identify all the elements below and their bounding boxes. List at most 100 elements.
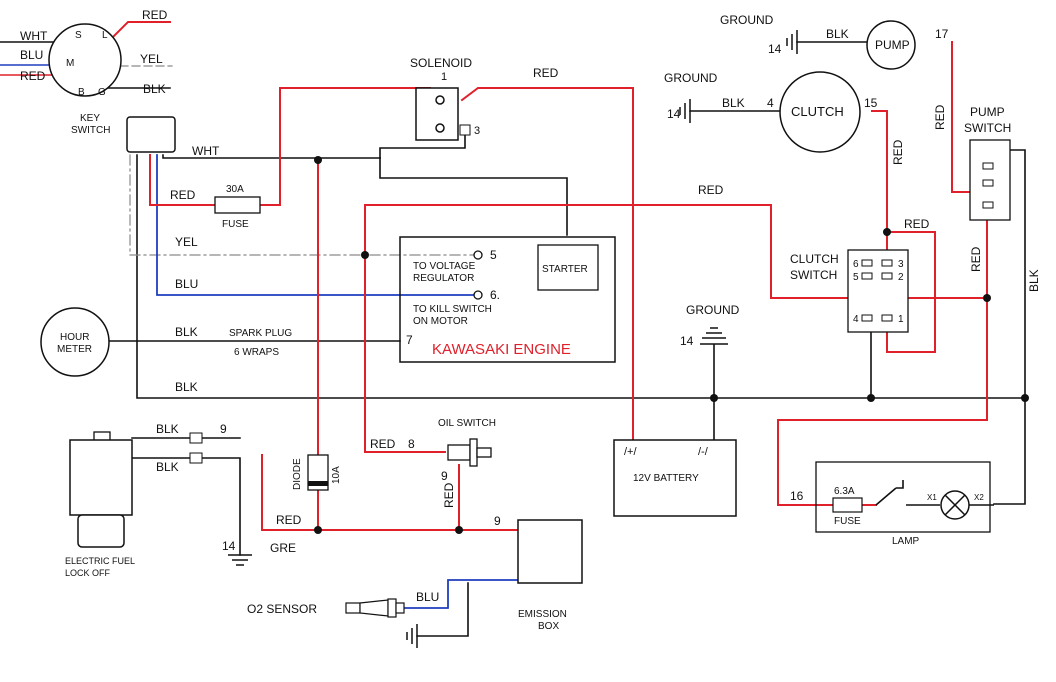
diode: DIODE 10A — [292, 454, 342, 491]
oil-switch-label: OIL SWITCH — [438, 418, 496, 429]
hour-meter: HOUR METER SPARK PLUG 6 WRAPS — [40, 307, 292, 377]
solenoid: SOLENOID 1 3 — [410, 56, 480, 141]
oil-switch-flange — [469, 438, 478, 467]
pump-blk: BLK — [826, 27, 849, 41]
clutch-switch-contacts — [861, 259, 893, 322]
wire-label-red-key-right: RED — [142, 8, 168, 22]
clutch-switch-pin-2: 2 — [898, 272, 904, 283]
pin-6: 6. — [490, 288, 500, 302]
key-switch-label-1: KEY — [80, 113, 100, 124]
lamp-bulb-cross — [944, 494, 966, 516]
label-blk-bottom: BLK — [175, 380, 198, 394]
key-switch-label-2: SWITCH — [71, 125, 110, 136]
clutch-switch-label-1: CLUTCH — [790, 252, 839, 266]
solenoid-post-1 — [435, 95, 445, 105]
ground-icon-battery — [700, 327, 728, 345]
pump: GROUND 14 BLK PUMP 17 — [720, 13, 949, 70]
fuel-lock-body — [69, 439, 133, 516]
pin-5: 5 — [490, 248, 497, 262]
clutch-15: 15 — [864, 96, 878, 110]
lamp-16: 16 — [790, 489, 804, 503]
emission-9: 9 — [494, 514, 501, 528]
emission-label-2: BOX — [538, 621, 559, 632]
hour-meter-line2: METER — [57, 344, 92, 355]
diode-band — [308, 481, 328, 486]
clutch: GROUND 14 BLK 4 CLUTCH 15 — [664, 71, 878, 153]
ground-icon-fuel — [228, 554, 252, 566]
fuel-lock-14: 14 — [222, 539, 236, 553]
label-red-mid: RED — [698, 183, 724, 197]
clutch-switch-pin-5: 5 — [853, 272, 859, 283]
label-red-clutch-vertical: RED — [891, 139, 905, 165]
terminal-g: G — [98, 87, 106, 98]
clutch-blk: BLK — [722, 96, 745, 110]
terminal-b: B — [78, 87, 85, 98]
terminal-l: L — [102, 30, 108, 41]
clutch-switch-pin-6: 6 — [853, 259, 859, 270]
battery-ground-label: GROUND — [686, 303, 740, 317]
label-blk-right-vertical: BLK — [1027, 269, 1041, 292]
lamp-circuit: 16 6.3A FUSE X1 X2 LAMP — [790, 461, 994, 547]
terminal-s: S — [75, 30, 82, 41]
lamp-x2: X2 — [974, 493, 984, 502]
emission-box-body — [517, 519, 583, 584]
wire-label-wht-key: WHT — [20, 29, 48, 43]
clutch-label: CLUTCH — [791, 104, 844, 119]
wire-label-yel-key-right: YEL — [140, 52, 163, 66]
solenoid-body — [415, 87, 459, 141]
o2-sensor-connector — [395, 602, 405, 614]
o2-sensor-tip — [345, 602, 361, 614]
o2-sensor: O2 SENSOR BLU — [247, 590, 439, 618]
pump-switch-label-1: PUMP — [970, 105, 1005, 119]
pump-switch-contacts — [982, 162, 994, 209]
fuel-lock-label-1: ELECTRIC FUEL — [65, 556, 135, 566]
oil-switch-9: 9 — [441, 469, 448, 483]
fuel-lock-plunger — [77, 514, 125, 548]
kill-switch-1: TO KILL SWITCH — [413, 304, 492, 315]
oil-switch-red-vertical: RED — [442, 482, 456, 508]
oil-switch-8: 8 — [408, 437, 415, 451]
o2-sensor-blu: BLU — [416, 590, 439, 604]
label-red-pump-vertical: RED — [933, 104, 947, 130]
ground-icon-emission — [406, 624, 418, 648]
label-blu: BLU — [175, 277, 198, 291]
o2-sensor-nut — [387, 598, 397, 618]
spark-plug-label-1: SPARK PLUG — [229, 328, 292, 339]
lamp-fuse-rating: 6.3A — [834, 486, 855, 497]
label-red-diode: RED — [276, 513, 302, 527]
label-yel: YEL — [175, 235, 198, 249]
o2-sensor-label: O2 SENSOR — [247, 602, 317, 616]
battery-negative: /-/ — [698, 446, 709, 458]
fuse-30a: 30A FUSE — [214, 184, 261, 230]
fuel-lock-connector-1 — [189, 432, 203, 444]
volt-reg-1: TO VOLTAGE — [413, 261, 476, 272]
kawasaki-engine: STARTER 5 TO VOLTAGE REGULATOR 6. TO KIL… — [399, 236, 616, 363]
label-red-right-vertical: RED — [969, 246, 983, 272]
key-switch-connector — [126, 116, 176, 153]
key-switch-body — [48, 23, 122, 97]
black-wires — [0, 41, 1026, 637]
oil-switch: OIL SWITCH RED 8 9 RED — [370, 418, 496, 508]
wire-labels: WHT RED YEL BLU BLK BLK RED RED RED RED … — [170, 66, 1041, 555]
clutch-body — [779, 71, 861, 153]
fuse-30a-rating: 30A — [226, 184, 244, 195]
label-red-top: RED — [533, 66, 559, 80]
oil-switch-body — [447, 444, 471, 461]
fuel-lock-blk-1: BLK — [156, 422, 179, 436]
fuse-30a-body — [214, 196, 261, 214]
fuel-lock-off: BLK BLK 9 14 ELECTRIC FUEL LOCK OFF — [65, 422, 252, 578]
label-blk-spark: BLK — [175, 325, 198, 339]
emission-label-1: EMISSION — [518, 609, 567, 620]
volt-reg-2: REGULATOR — [413, 273, 474, 284]
o2-sensor-body — [359, 599, 389, 617]
label-wht: WHT — [192, 144, 220, 158]
kill-switch-2: ON MOTOR — [413, 316, 468, 327]
fuel-lock-9: 9 — [220, 422, 227, 436]
clutch-switch-body — [847, 249, 909, 333]
spark-plug-label-2: 6 WRAPS — [234, 347, 279, 358]
ground-icon-clutch — [679, 99, 691, 123]
pump-label: PUMP — [875, 38, 910, 52]
solenoid-terminal-1: 1 — [441, 71, 447, 83]
label-gre: GRE — [270, 541, 296, 555]
